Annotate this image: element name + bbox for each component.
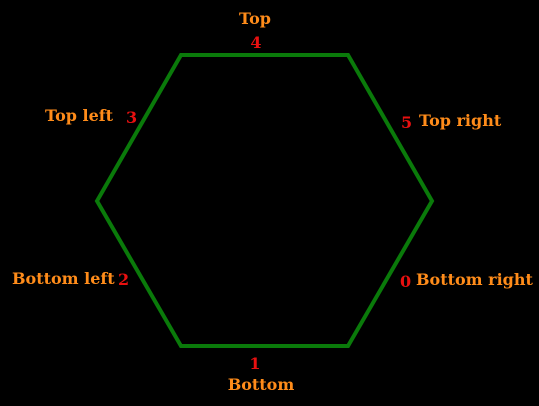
edge-name-bottom-left: Bottom left [12,269,115,288]
edge-label-bottom-right: 0 Bottom right [400,270,533,291]
edge-name-top-right: Top right [419,111,502,130]
hexagon-outline [94,53,435,348]
edge-label-bottom-left: Bottom left 2 [12,269,129,289]
edge-index-0: 0 [400,272,411,291]
edge-index-5: 5 [401,113,412,132]
edge-label-top-left: Top left 3 [45,106,137,127]
edge-label-top: Top 4 [239,9,271,52]
edge-index-4: 4 [250,33,261,52]
edge-name-top: Top [239,9,271,28]
edge-label-top-right: 5 Top right [401,111,502,132]
edge-name-bottom-right: Bottom right [416,270,533,289]
edge-index-1: 1 [249,354,260,373]
edge-name-top-left: Top left [45,106,114,125]
edge-index-2: 2 [118,270,129,289]
edge-name-bottom: Bottom [228,375,295,394]
edge-label-bottom: 1 Bottom [228,354,295,394]
edge-index-3: 3 [126,108,137,127]
